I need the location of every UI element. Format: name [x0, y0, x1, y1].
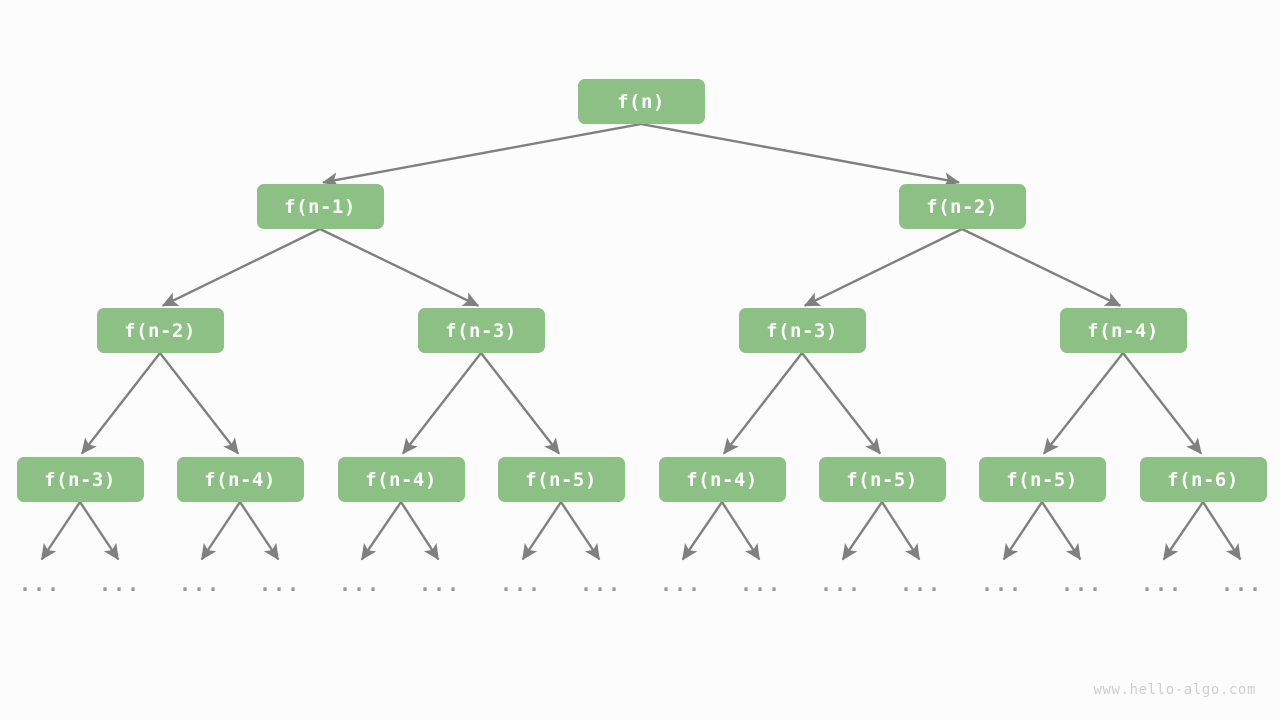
tree-edge	[480, 352, 561, 455]
tree-edge	[200, 501, 241, 561]
tree-edge	[401, 352, 482, 455]
tree-edge	[161, 227, 321, 307]
tree-edge	[720, 501, 761, 561]
watermark: www.hello-algo.com	[1093, 682, 1256, 698]
tree-node-n1: f(n-1)	[256, 184, 384, 229]
tree-node-n9: f(n-4)	[337, 457, 465, 502]
ellipsis-mark: ...	[579, 572, 623, 596]
tree-edge	[79, 501, 120, 561]
tree-node-n11: f(n-4)	[658, 457, 786, 502]
tree-edge	[1042, 352, 1124, 455]
ellipsis-mark: ...	[18, 572, 62, 596]
tree-edge	[319, 227, 480, 307]
tree-edge	[40, 501, 81, 561]
tree-node-n13: f(n-5)	[978, 457, 1106, 502]
tree-edge	[1002, 501, 1043, 561]
tree-node-n8: f(n-4)	[176, 457, 304, 502]
ellipsis-mark: ...	[739, 572, 783, 596]
tree-edge	[521, 501, 562, 561]
ellipsis-mark: ...	[659, 572, 703, 596]
ellipsis-mark: ...	[178, 572, 222, 596]
ellipsis-mark: ...	[980, 572, 1024, 596]
tree-edge	[322, 122, 642, 188]
tree-edge	[239, 501, 280, 561]
tree-edge	[399, 501, 440, 561]
ellipsis-mark: ...	[418, 572, 462, 596]
tree-node-n4: f(n-3)	[417, 308, 545, 353]
ellipsis-mark: ...	[499, 572, 543, 596]
tree-node-n14: f(n-6)	[1139, 457, 1267, 502]
tree-edge	[961, 227, 1122, 307]
tree-edge	[841, 501, 883, 561]
ellipsis-mark: ...	[899, 572, 943, 596]
tree-edge	[640, 122, 960, 188]
tree-edge	[159, 352, 240, 455]
tree-edge	[681, 501, 723, 561]
tree-node-n6: f(n-4)	[1059, 308, 1187, 353]
ellipsis-mark: ...	[1220, 572, 1264, 596]
tree-edge	[801, 352, 882, 455]
tree-node-n10: f(n-5)	[497, 457, 625, 502]
ellipsis-mark: ...	[98, 572, 142, 596]
tree-edge	[1122, 352, 1203, 455]
ellipsis-mark: ...	[1060, 572, 1104, 596]
tree-edge	[722, 352, 803, 455]
tree-node-n0: f(n)	[577, 79, 705, 124]
tree-edge	[360, 501, 402, 561]
tree-edge	[803, 227, 963, 307]
tree-edge	[80, 352, 161, 455]
tree-edge	[880, 501, 921, 561]
tree-edges	[40, 122, 1242, 561]
tree-node-n12: f(n-5)	[818, 457, 946, 502]
ellipsis-mark: ...	[338, 572, 382, 596]
tree-node-n5: f(n-3)	[738, 308, 866, 353]
tree-edge	[560, 501, 601, 561]
tree-edge	[1201, 501, 1242, 561]
tree-node-n7: f(n-3)	[16, 457, 144, 502]
ellipsis-mark: ...	[1140, 572, 1184, 596]
tree-node-n3: f(n-2)	[96, 308, 224, 353]
ellipsis-mark: ...	[258, 572, 302, 596]
tree-edge	[1162, 501, 1204, 561]
tree-node-n2: f(n-2)	[898, 184, 1026, 229]
tree-edge	[1041, 501, 1082, 561]
ellipsis-mark: ...	[819, 572, 863, 596]
